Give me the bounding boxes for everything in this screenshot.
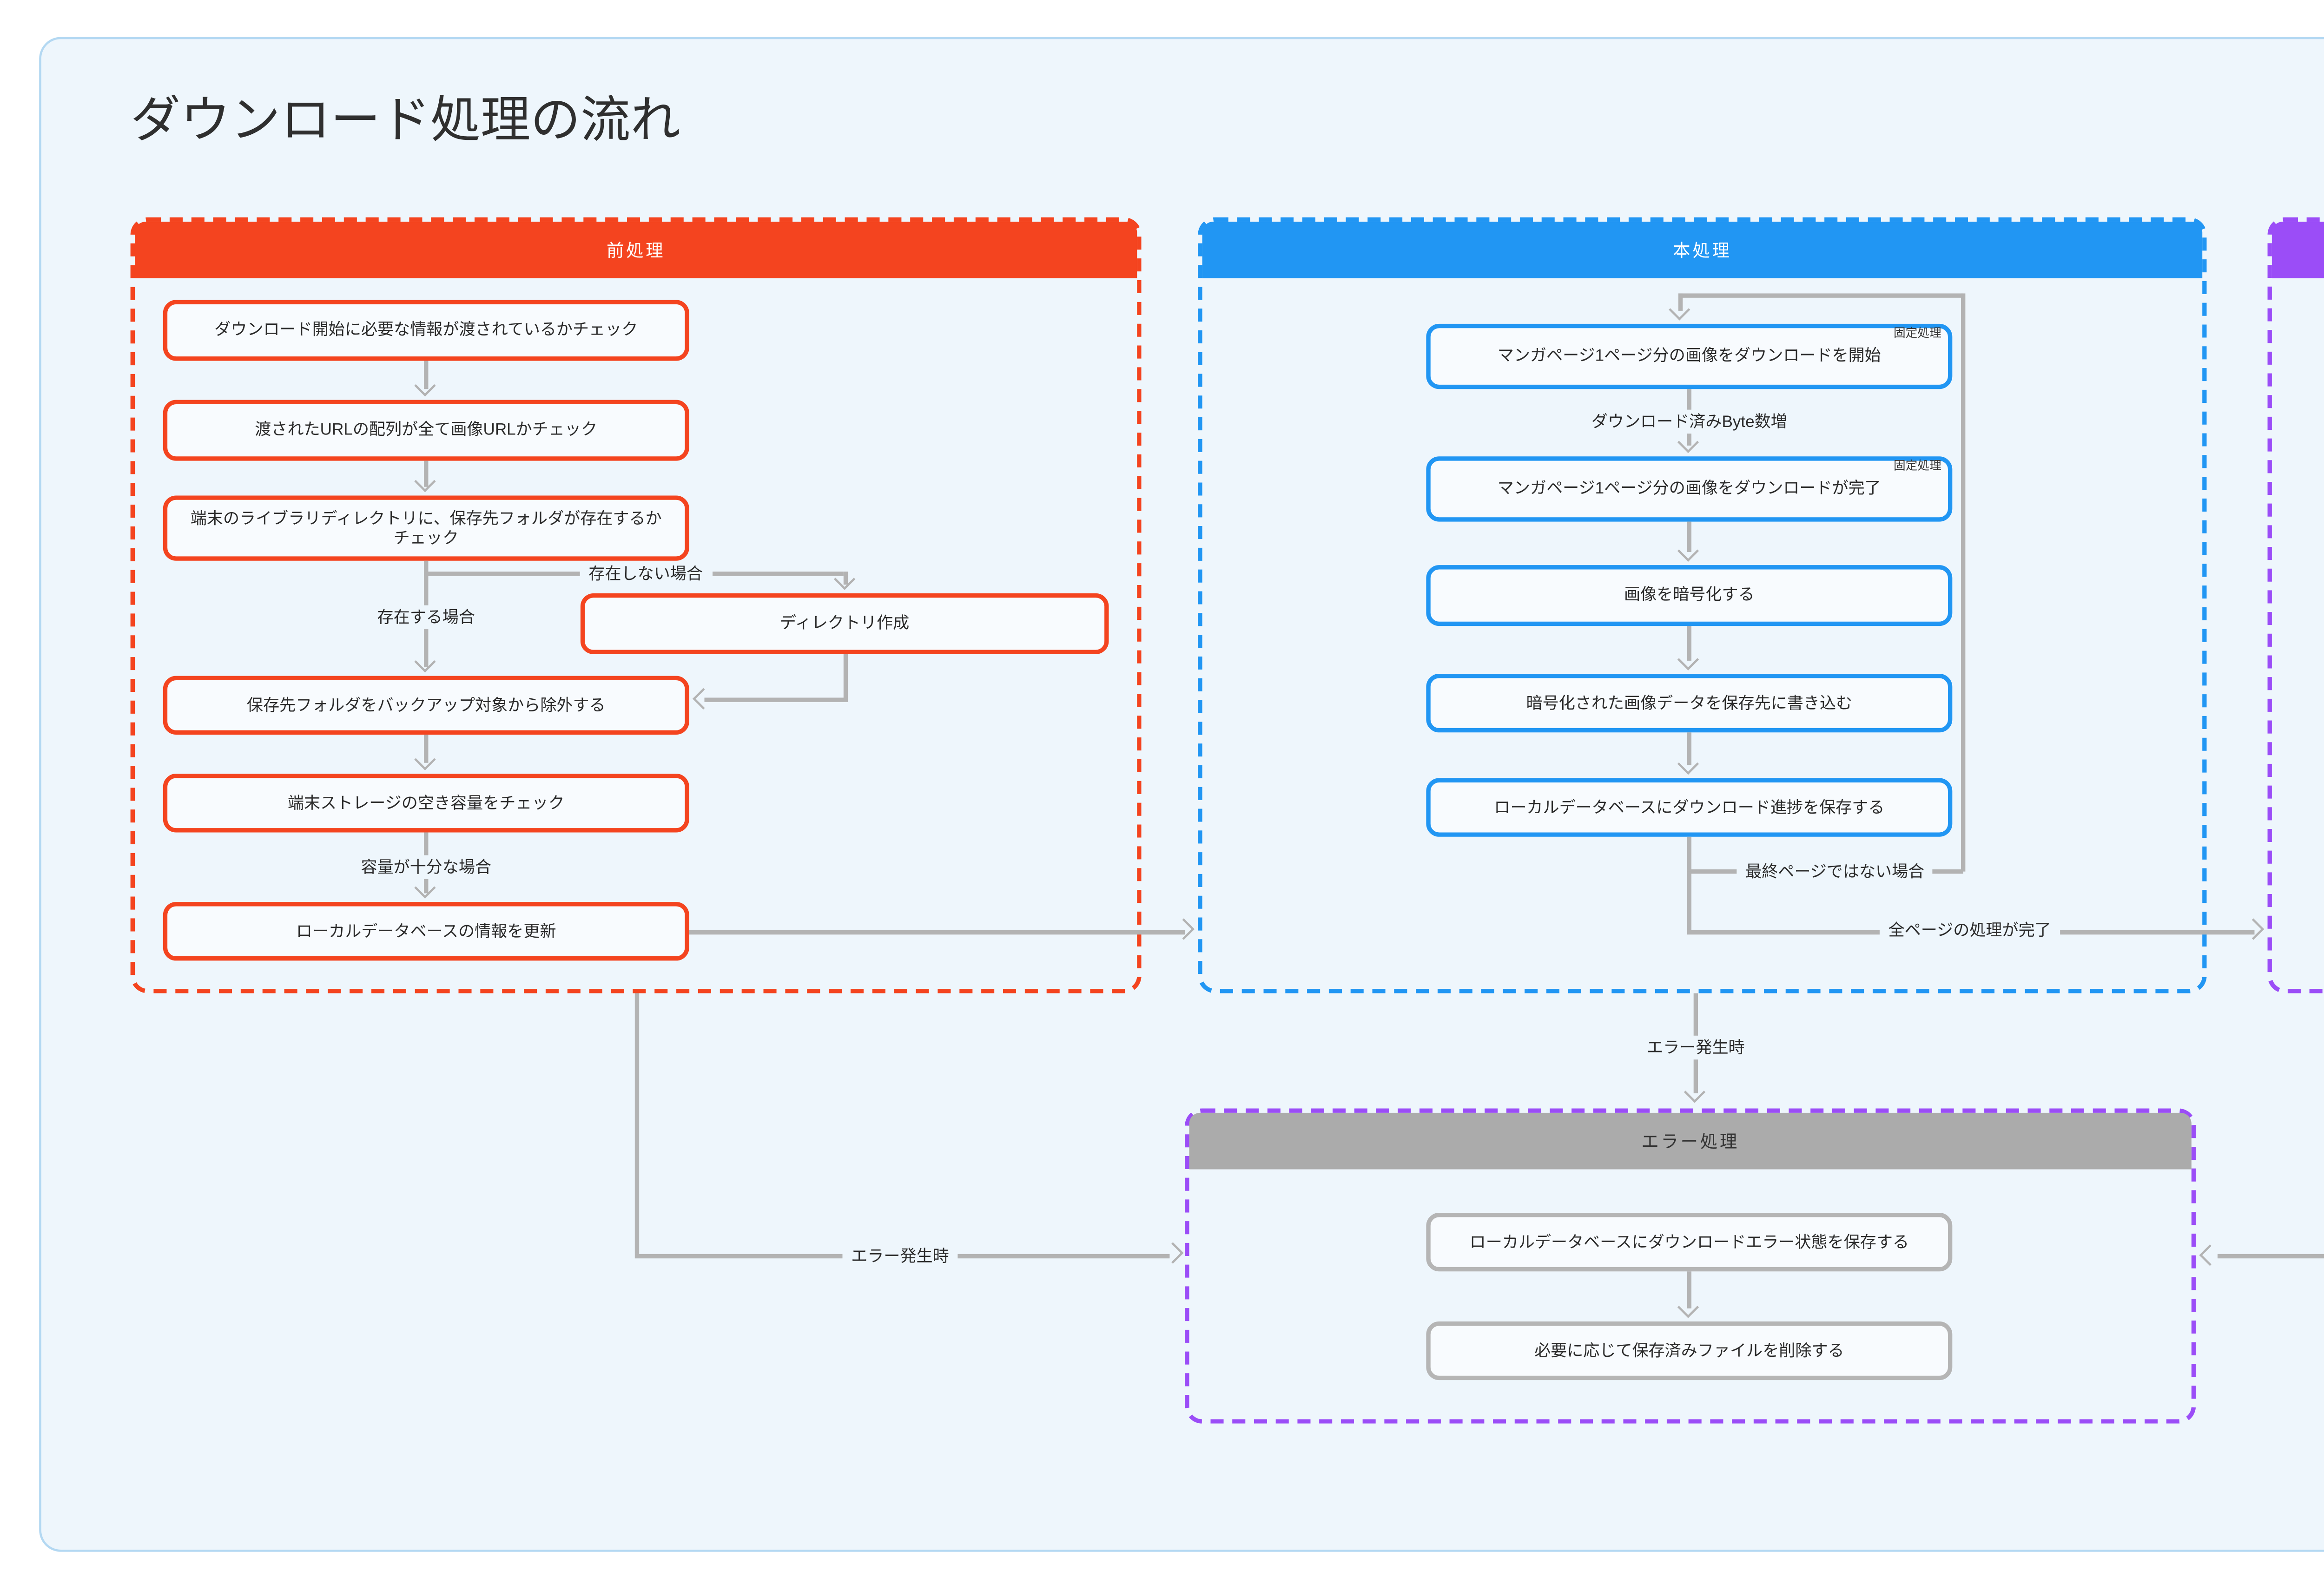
edge-line (1678, 293, 1963, 297)
edge-line (1687, 1271, 1691, 1308)
node-exclude-backup: 保存先フォルダをバックアップ対象から除外する (163, 676, 689, 735)
node-write-encrypted-data: 暗号化された画像データを保存先に書き込む (1426, 673, 1953, 733)
section-error-header: エラー処理 (1189, 1112, 2192, 1170)
section-preprocess: 前処理 (130, 217, 1142, 993)
edge-label-not-last: 最終ページではない場合 (1736, 859, 1934, 884)
node-create-directory: ディレクトリ作成 (580, 593, 1109, 654)
node-label: マンガページ1ページ分の画像をダウンロードが完了 (1497, 479, 1881, 499)
edge-line (1687, 521, 1691, 552)
edge-label-not-exists: 存在しない場合 (580, 562, 712, 586)
section-main-header: 本処理 (1202, 222, 2203, 278)
edge-line (843, 572, 847, 585)
edge-line (1961, 293, 1965, 872)
edge-line (689, 930, 1185, 934)
edge-line (1687, 626, 1691, 661)
edge-line (424, 460, 428, 487)
edge-line (843, 654, 847, 700)
edge-label-on-error-center: エラー発生時 (1638, 1035, 1754, 1060)
node-delete-saved-files: 必要に応じて保存済みファイルを削除する (1426, 1321, 1953, 1381)
edge-line (424, 734, 428, 763)
section-error: エラー処理 (1185, 1108, 2196, 1424)
node-start-page-download: マンガページ1ページ分の画像をダウンロードを開始 固定処理 (1426, 323, 1953, 389)
node-update-local-db: ローカルデータベースの情報を更新 (163, 902, 689, 961)
edge-line (1687, 732, 1691, 765)
section-postprocess-header: 後処理 (2271, 222, 2324, 278)
node-label: マンガページ1ページ分の画像をダウンロードを開始 (1497, 346, 1881, 366)
node-encrypt-image: 画像を暗号化する (1426, 565, 1953, 626)
edge-line (704, 697, 848, 701)
edge-line (1687, 871, 1691, 930)
node-check-folder-exists: 端末のライブラリディレクトリに、保存先フォルダが存在するかチェック (163, 495, 689, 561)
edge-line (1678, 293, 1682, 311)
edge-label-on-error-left: エラー発生時 (842, 1244, 958, 1269)
edge-line (634, 993, 639, 1254)
section-main: 本処理 (1198, 217, 2207, 993)
node-page-download-done: マンガページ1ページ分の画像をダウンロードが完了 固定処理 (1426, 456, 1953, 522)
edge-label-all-done: 全ページの処理が完了 (1879, 918, 2060, 942)
edge-line (1687, 836, 1691, 872)
edge-label-enough-space: 容量が十分な場合 (352, 855, 500, 880)
edge-label-exists: 存在する場合 (368, 605, 484, 630)
fixed-process-tag: 固定処理 (1893, 328, 1941, 342)
edge-line (2217, 1254, 2324, 1258)
node-check-required-info: ダウンロード開始に必要な情報が渡されているかチェック (163, 300, 689, 361)
edge-line (424, 361, 428, 389)
fixed-process-tag: 固定処理 (1893, 460, 1941, 474)
section-postprocess: 後処理 (2267, 217, 2324, 993)
node-check-image-urls: 渡されたURLの配列が全て画像URLかチェック (163, 400, 689, 461)
edge-label-bytes: ダウンロード済みByte数増 (1583, 409, 1796, 434)
page-title: ダウンロード処理の流れ (130, 91, 681, 148)
node-save-progress-db: ローカルデータベースにダウンロード進捗を保存する (1426, 778, 1953, 837)
section-preprocess-header: 前処理 (134, 222, 1137, 278)
node-save-error-state: ローカルデータベースにダウンロードエラー状態を保存する (1426, 1212, 1953, 1272)
node-check-free-space: 端末ストレージの空き容量をチェック (163, 774, 689, 833)
